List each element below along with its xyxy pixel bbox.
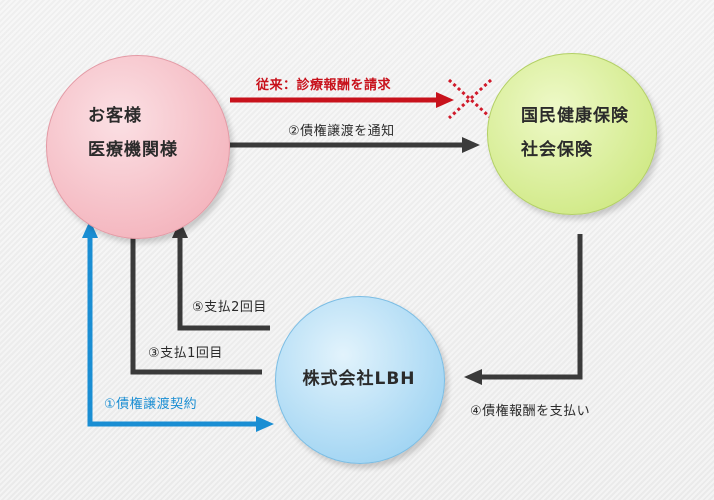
customer-node bbox=[46, 55, 230, 239]
pay-claims-label: ④債権報酬を支払い bbox=[470, 404, 591, 419]
conventional-claim-arrowhead bbox=[436, 92, 454, 108]
payment-second-arrowhead bbox=[172, 220, 188, 238]
payment-second-label: ⑤支払2回目 bbox=[192, 300, 267, 315]
cross-mark bbox=[447, 78, 493, 120]
transfer-contract-arrowhead-right bbox=[256, 416, 274, 432]
customer-line2: 医療機関様 bbox=[88, 140, 178, 160]
transfer-contract-label: ①債権譲渡契約 bbox=[104, 397, 198, 412]
transfer-notice-arrowhead bbox=[462, 137, 480, 153]
insurance-line2: 社会保険 bbox=[521, 140, 593, 160]
payment-first-arrow bbox=[130, 236, 262, 375]
conventional-claim-label: 従来：診療報酬を請求 bbox=[256, 78, 392, 93]
insurance-node bbox=[487, 53, 657, 215]
transfer-contract-arrowhead-up bbox=[82, 220, 98, 238]
transfer-contract-arrow bbox=[87, 236, 258, 427]
transfer-notice-label: ②債権譲渡を通知 bbox=[288, 124, 395, 139]
pay-claims-arrow bbox=[480, 234, 583, 380]
customer-line1: お客様 bbox=[88, 106, 142, 126]
customer-label: お客様 医療機関様 bbox=[88, 99, 178, 167]
payment-first-label: ③支払1回目 bbox=[148, 346, 223, 361]
insurance-label: 国民健康保険 社会保険 bbox=[521, 99, 629, 167]
pay-claims-arrowhead bbox=[464, 369, 482, 385]
lbh-node bbox=[275, 296, 445, 464]
lbh-label: 株式会社LBH bbox=[302, 369, 416, 389]
insurance-line1: 国民健康保険 bbox=[521, 106, 629, 126]
payment-second-arrow bbox=[177, 236, 270, 331]
